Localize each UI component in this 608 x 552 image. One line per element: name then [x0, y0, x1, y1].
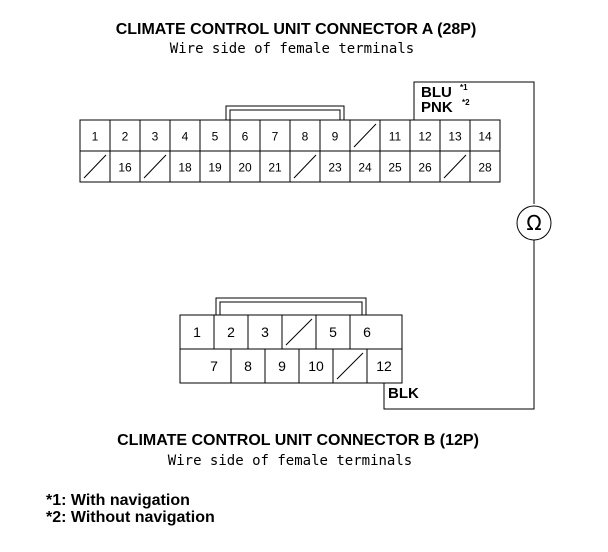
terminal-8: 8: [302, 130, 309, 144]
terminal-13: 13: [448, 130, 462, 144]
connector-b-subtitle: Wire side of female terminals: [168, 453, 412, 469]
terminal-24: 24: [358, 161, 372, 175]
connector-a-subtitle: Wire side of female terminals: [170, 41, 414, 57]
ohm-icon: Ω: [526, 211, 541, 235]
empty-cavity-mark: [336, 352, 364, 380]
wire-blu-pnk: [413, 81, 535, 204]
terminal-3: 3: [152, 130, 159, 144]
empty-cavity-mark: [443, 154, 467, 179]
wire-label-blu: BLU: [421, 84, 452, 101]
terminal-18: 18: [178, 161, 192, 175]
connector-b-lock-tab-inner: [219, 301, 363, 315]
note-with-navigation: *1: With navigation: [46, 492, 190, 509]
terminal-12: 12: [418, 130, 432, 144]
terminal-21: 21: [268, 161, 282, 175]
terminal-6: 6: [242, 130, 249, 144]
terminal-5: 5: [212, 130, 219, 144]
wire-note-blu: *1: [460, 83, 468, 92]
terminal-11: 11: [389, 130, 402, 144]
connector-a-lock-tab: [225, 105, 345, 120]
terminal-2: 2: [122, 130, 129, 144]
wire-blk: [383, 240, 535, 410]
wire-note-pnk: *2: [462, 98, 470, 107]
terminal-20: 20: [238, 161, 252, 175]
connector-b-title: CLIMATE CONTROL UNIT CONNECTOR B (12P): [117, 432, 479, 449]
terminal-28: 28: [478, 161, 492, 175]
terminal-8: 8: [244, 358, 252, 374]
terminal-2: 2: [227, 324, 235, 340]
terminal-7: 7: [210, 358, 218, 374]
empty-cavity-mark: [293, 154, 317, 179]
empty-cavity-mark: [285, 318, 313, 346]
wire-label-pnk: PNK: [421, 99, 453, 116]
terminal-16: 16: [118, 161, 132, 175]
terminal-10: 10: [308, 358, 324, 374]
connector-b-lock-tab: [215, 297, 367, 315]
terminal-4: 4: [182, 130, 189, 144]
connector-a-title: CLIMATE CONTROL UNIT CONNECTOR A (28P): [116, 21, 477, 38]
terminal-14: 14: [478, 130, 492, 144]
empty-cavity-mark: [83, 154, 107, 179]
connector-a-lock-tab-inner: [229, 109, 341, 120]
terminal-7: 7: [272, 130, 279, 144]
terminal-9: 9: [332, 130, 339, 144]
note-without-navigation: *2: Without navigation: [46, 509, 215, 526]
terminal-26: 26: [418, 161, 432, 175]
terminal-9: 9: [278, 358, 286, 374]
terminal-6: 6: [363, 324, 371, 340]
wire-label-blk: BLK: [388, 385, 419, 402]
test-wiring: Ω BLU *1 PNK *2 BLK: [383, 81, 552, 410]
terminal-5: 5: [329, 324, 337, 340]
terminal-23: 23: [328, 161, 342, 175]
terminal-1: 1: [193, 324, 201, 340]
empty-cavity-mark: [353, 123, 377, 148]
terminal-19: 19: [208, 161, 222, 175]
terminal-1: 1: [92, 130, 99, 144]
terminal-25: 25: [388, 161, 402, 175]
terminal-3: 3: [261, 324, 269, 340]
empty-cavity-mark: [143, 154, 167, 179]
terminal-12: 12: [376, 358, 392, 374]
